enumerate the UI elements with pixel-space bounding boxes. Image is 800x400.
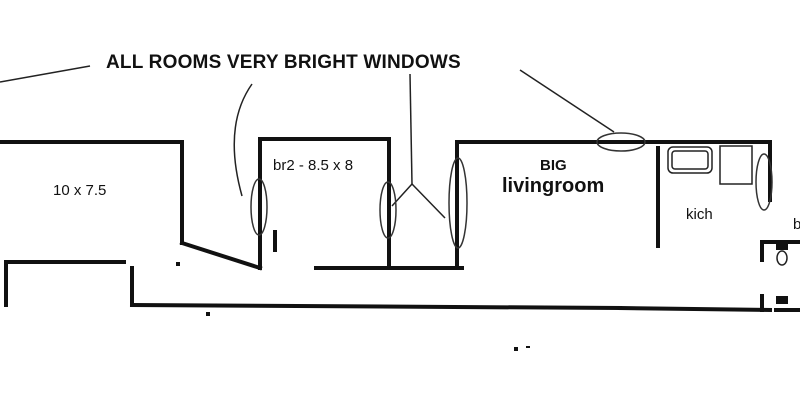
corridor-wall bbox=[129, 302, 623, 311]
fixtures bbox=[667, 145, 788, 304]
toilet-icon bbox=[776, 250, 788, 266]
bedroom2-label: br2 - 8.5 x 8 bbox=[273, 157, 354, 174]
window-ellipse-icon bbox=[755, 153, 773, 211]
fridge-icon bbox=[719, 145, 753, 185]
wall-mark bbox=[206, 312, 210, 316]
toilet-icon bbox=[776, 242, 788, 250]
annotation-text: ALL ROOMS VERY BRIGHT WINDOWS bbox=[106, 52, 461, 73]
window-ellipse-icon bbox=[250, 178, 268, 236]
toilet-icon bbox=[776, 296, 788, 304]
bath-label: b bbox=[793, 216, 800, 233]
living-wall bbox=[455, 140, 772, 270]
room1-wall bbox=[0, 140, 184, 245]
window-ellipse-icon bbox=[448, 157, 468, 249]
windows bbox=[250, 132, 773, 249]
window-ellipse-icon bbox=[596, 132, 646, 152]
room1-label: 10 x 7.5 bbox=[53, 182, 107, 199]
annotation-leaders bbox=[0, 65, 615, 219]
wall-mark bbox=[176, 262, 180, 266]
br2-wall bbox=[258, 137, 391, 270]
sink-icon bbox=[667, 146, 713, 174]
window-ellipse-icon bbox=[379, 181, 397, 239]
room1-inner-wall bbox=[4, 260, 126, 307]
sink-icon-inner bbox=[671, 150, 709, 170]
wall-mark bbox=[526, 346, 530, 348]
room1-br2-diagonal-wall bbox=[179, 240, 263, 271]
walls bbox=[0, 137, 800, 351]
living-prefix-label: BIG bbox=[540, 157, 567, 174]
living-label: livingroom bbox=[502, 175, 605, 197]
wall-mark bbox=[514, 347, 518, 351]
kitchen-label: kich bbox=[686, 206, 713, 223]
corridor-wall-right bbox=[617, 305, 773, 313]
